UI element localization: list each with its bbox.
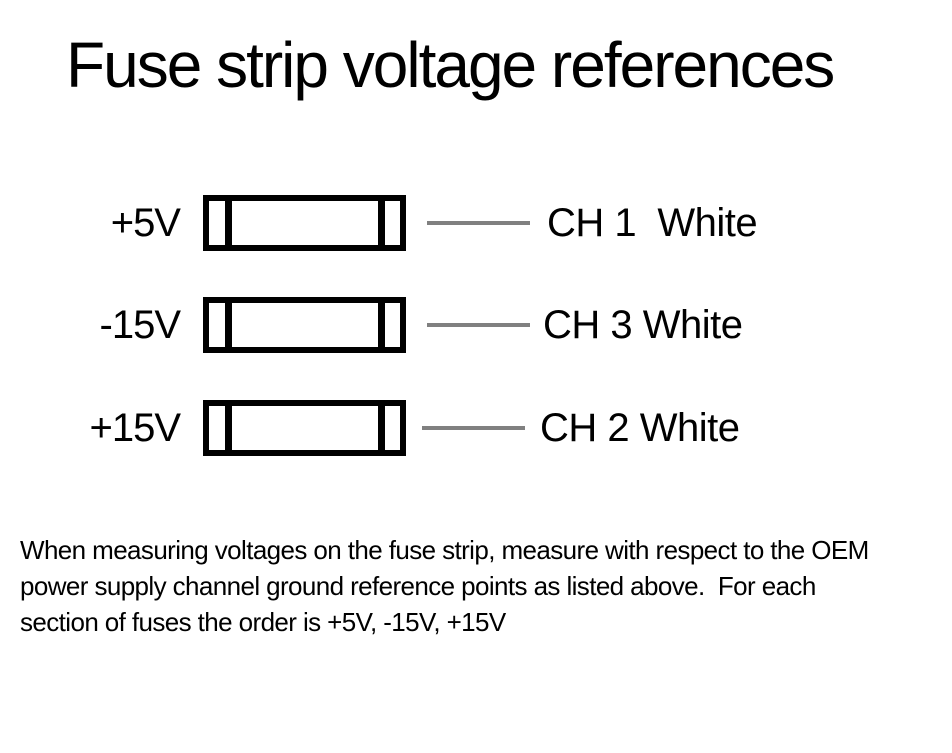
fuse-icon	[203, 400, 406, 456]
fuse-endcap-right	[378, 303, 385, 347]
fuse-endcap-right	[378, 201, 385, 245]
connector-line	[427, 221, 530, 225]
fuse-endcap-right	[378, 406, 385, 450]
voltage-label-neg15v: -15V	[99, 303, 182, 347]
note-line: section of fuses the order is +5V, -15V,…	[20, 607, 506, 637]
connector-line	[427, 323, 530, 327]
note-line: power supply channel ground reference po…	[20, 571, 816, 601]
fuse-endcap-left	[225, 303, 232, 347]
connector-line	[422, 426, 525, 430]
channel-label-ch2: CH 2 White	[540, 406, 740, 450]
fuse-icon	[203, 195, 406, 251]
note-line: When measuring voltages on the fuse stri…	[20, 535, 869, 565]
fuse-row-neg15v: -15V CH 3 White	[0, 297, 952, 353]
fuse-endcap-left	[225, 201, 232, 245]
page-title: Fuse strip voltage references	[66, 29, 835, 101]
note-paragraph: When measuring voltages on the fuse stri…	[20, 532, 869, 640]
fuse-endcap-left	[225, 406, 232, 450]
voltage-label-15v: +15V	[89, 406, 181, 450]
fuse-row-5v: +5V CH 1 White	[0, 195, 952, 251]
channel-label-ch1: CH 1 White	[547, 201, 758, 245]
voltage-label-5v: +5V	[110, 201, 181, 245]
channel-label-ch3: CH 3 White	[543, 303, 743, 347]
fuse-icon	[203, 297, 406, 353]
fuse-row-15v: +15V CH 2 White	[0, 400, 952, 456]
